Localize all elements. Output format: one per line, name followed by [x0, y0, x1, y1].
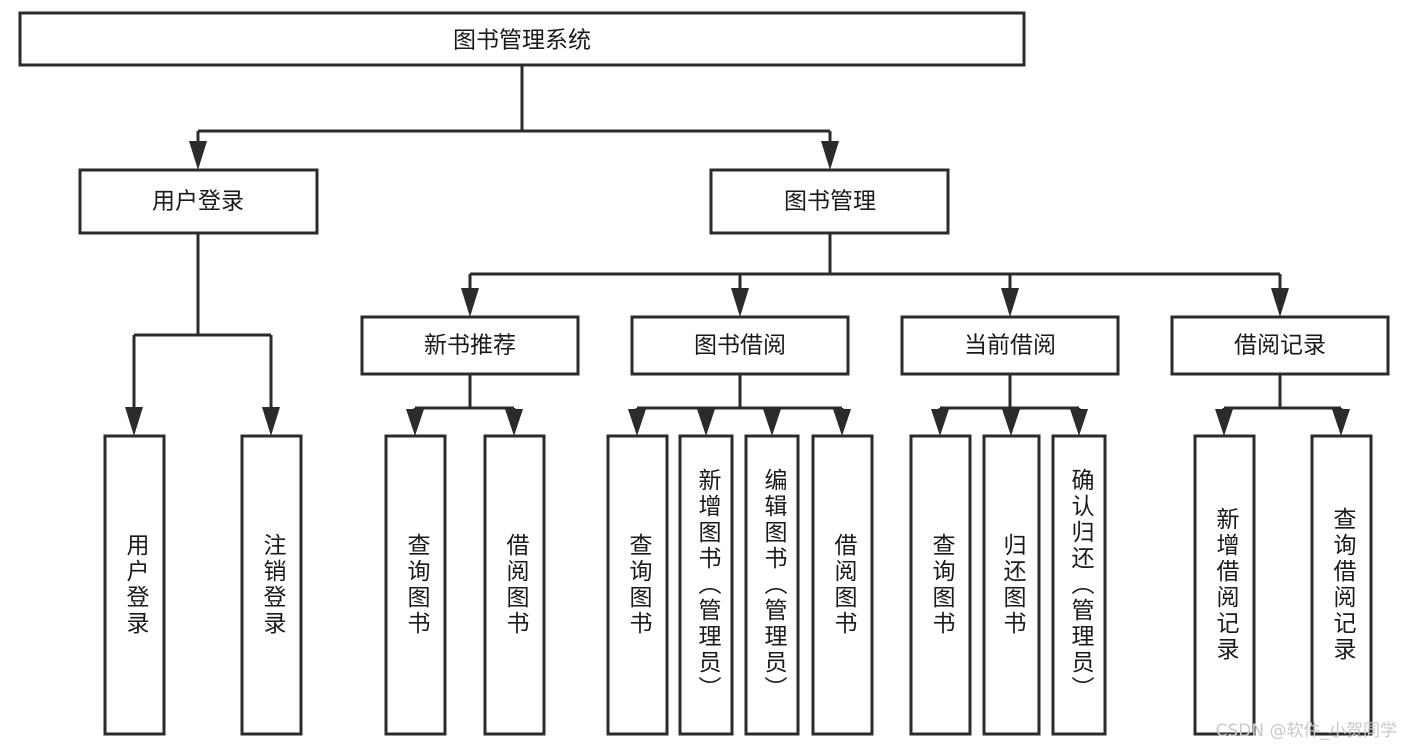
node-leaf-query-record-label: 查询借阅记录: [1329, 507, 1357, 663]
node-user-login-label: 用户登录: [152, 189, 244, 215]
node-leaf-edit-book-box[interactable]: [744, 434, 800, 736]
node-leaf-user-login[interactable]: 用户登录: [103, 434, 166, 736]
connector-group-borrow-record-to-leaves: [1215, 374, 1350, 436]
node-leaf-borrow-book-rec[interactable]: 借阅图书: [483, 434, 546, 736]
arrow-head-icon: [833, 409, 851, 436]
node-new-book-rec-box[interactable]: [360, 315, 580, 376]
node-leaf-user-logout-box[interactable]: [240, 434, 303, 736]
node-leaf-borrow-book-rec-label: 借阅图书: [502, 533, 530, 637]
node-root[interactable]: 图书管理系统: [18, 11, 1026, 67]
arrow-head-icon: [262, 407, 280, 436]
connector-group-root-to-level2: [189, 65, 839, 170]
arrow-head-icon: [1001, 288, 1019, 317]
node-user-login[interactable]: 用户登录: [78, 168, 319, 235]
node-leaf-query-record[interactable]: 查询借阅记录: [1310, 434, 1373, 736]
node-borrow-record-label: 借阅记录: [1234, 333, 1326, 359]
node-current-borrow-box[interactable]: [900, 315, 1120, 376]
node-leaf-confirm-return[interactable]: 确认归还（管理员）: [1051, 434, 1107, 736]
node-leaf-query-book-bb[interactable]: 查询图书: [606, 434, 669, 736]
node-leaf-add-record[interactable]: 新增借阅记录: [1193, 434, 1256, 736]
node-leaf-add-book-label: 新增图书（管理员）: [694, 468, 722, 702]
node-new-book-rec[interactable]: 新书推荐: [360, 315, 580, 376]
arrow-head-icon: [1271, 288, 1289, 317]
node-leaf-edit-book[interactable]: 编辑图书（管理员）: [744, 434, 800, 736]
arrow-head-icon: [628, 409, 646, 436]
node-leaf-return-book[interactable]: 归还图书: [982, 434, 1041, 736]
node-leaf-edit-book-label: 编辑图书（管理员）: [760, 468, 788, 702]
node-leaf-query-book-rec[interactable]: 查询图书: [384, 434, 447, 736]
arrow-head-icon: [406, 409, 424, 436]
node-new-book-rec-label: 新书推荐: [424, 333, 516, 359]
connector-group-book-borrow-to-leaves: [628, 374, 851, 436]
arrow-head-icon: [461, 288, 479, 317]
node-leaf-query-book-cb-label: 查询图书: [928, 533, 956, 637]
arrow-head-icon: [505, 409, 523, 436]
arrow-head-icon: [763, 409, 781, 436]
node-leaf-borrow-book-bb-box[interactable]: [811, 434, 874, 736]
arrow-head-icon: [1332, 409, 1350, 436]
node-leaf-user-login-label: 用户登录: [122, 533, 150, 637]
node-leaf-query-book-rec-box[interactable]: [384, 434, 447, 736]
connector-group-book-manage-to-level3: [461, 233, 1289, 317]
node-leaf-query-record-box[interactable]: [1310, 434, 1373, 736]
arrow-head-icon: [821, 141, 839, 170]
connector-group-user-login-to-leaves: [125, 233, 280, 436]
arrow-head-icon: [1215, 409, 1233, 436]
node-leaf-query-book-bb-label: 查询图书: [625, 533, 653, 637]
node-book-manage[interactable]: 图书管理: [709, 168, 950, 235]
arrow-head-icon: [125, 407, 143, 436]
node-leaf-add-record-box[interactable]: [1193, 434, 1256, 736]
arrow-head-icon: [1002, 409, 1020, 436]
node-user-login-box[interactable]: [78, 168, 319, 235]
arrow-head-icon: [931, 409, 949, 436]
node-leaf-user-logout-label: 注销登录: [259, 533, 287, 637]
node-borrow-record-box[interactable]: [1170, 315, 1390, 376]
node-leaf-user-logout[interactable]: 注销登录: [240, 434, 303, 736]
node-leaf-confirm-return-label: 确认归还（管理员）: [1067, 468, 1095, 702]
arrow-head-icon: [189, 141, 207, 170]
node-leaf-return-book-label: 归还图书: [999, 533, 1027, 637]
node-borrow-record[interactable]: 借阅记录: [1170, 315, 1390, 376]
node-leaf-add-book[interactable]: 新增图书（管理员）: [678, 434, 734, 736]
arrow-head-icon: [697, 409, 715, 436]
connector-group-new-book-rec-to-leaves: [406, 374, 523, 436]
node-current-borrow[interactable]: 当前借阅: [900, 315, 1120, 376]
node-leaf-query-book-cb-box[interactable]: [909, 434, 972, 736]
node-leaf-borrow-book-bb[interactable]: 借阅图书: [811, 434, 874, 736]
node-leaf-query-book-rec-label: 查询图书: [403, 533, 431, 637]
node-root-label: 图书管理系统: [453, 28, 591, 54]
node-leaf-user-login-box[interactable]: [103, 434, 166, 736]
node-book-borrow-box[interactable]: [630, 315, 850, 376]
csdn-watermark: CSDN @软件_小贺同学: [1215, 721, 1397, 741]
node-leaf-return-book-box[interactable]: [982, 434, 1041, 736]
node-current-borrow-label: 当前借阅: [964, 333, 1056, 359]
connector-group-current-borrow-to-leaves: [931, 374, 1088, 436]
arrow-head-icon: [731, 288, 749, 317]
node-book-manage-box[interactable]: [709, 168, 950, 235]
node-leaf-add-record-label: 新增借阅记录: [1212, 507, 1240, 663]
node-book-manage-label: 图书管理: [784, 189, 876, 215]
node-leaf-borrow-book-bb-label: 借阅图书: [830, 533, 858, 637]
node-leaf-query-book-cb[interactable]: 查询图书: [909, 434, 972, 736]
node-root-box[interactable]: [18, 11, 1026, 67]
node-leaf-add-book-box[interactable]: [678, 434, 734, 736]
node-leaf-borrow-book-rec-box[interactable]: [483, 434, 546, 736]
node-book-borrow[interactable]: 图书借阅: [630, 315, 850, 376]
arrow-head-icon: [1070, 409, 1088, 436]
node-leaf-query-book-bb-box[interactable]: [606, 434, 669, 736]
node-book-borrow-label: 图书借阅: [694, 333, 786, 359]
node-leaf-confirm-return-box[interactable]: [1051, 434, 1107, 736]
